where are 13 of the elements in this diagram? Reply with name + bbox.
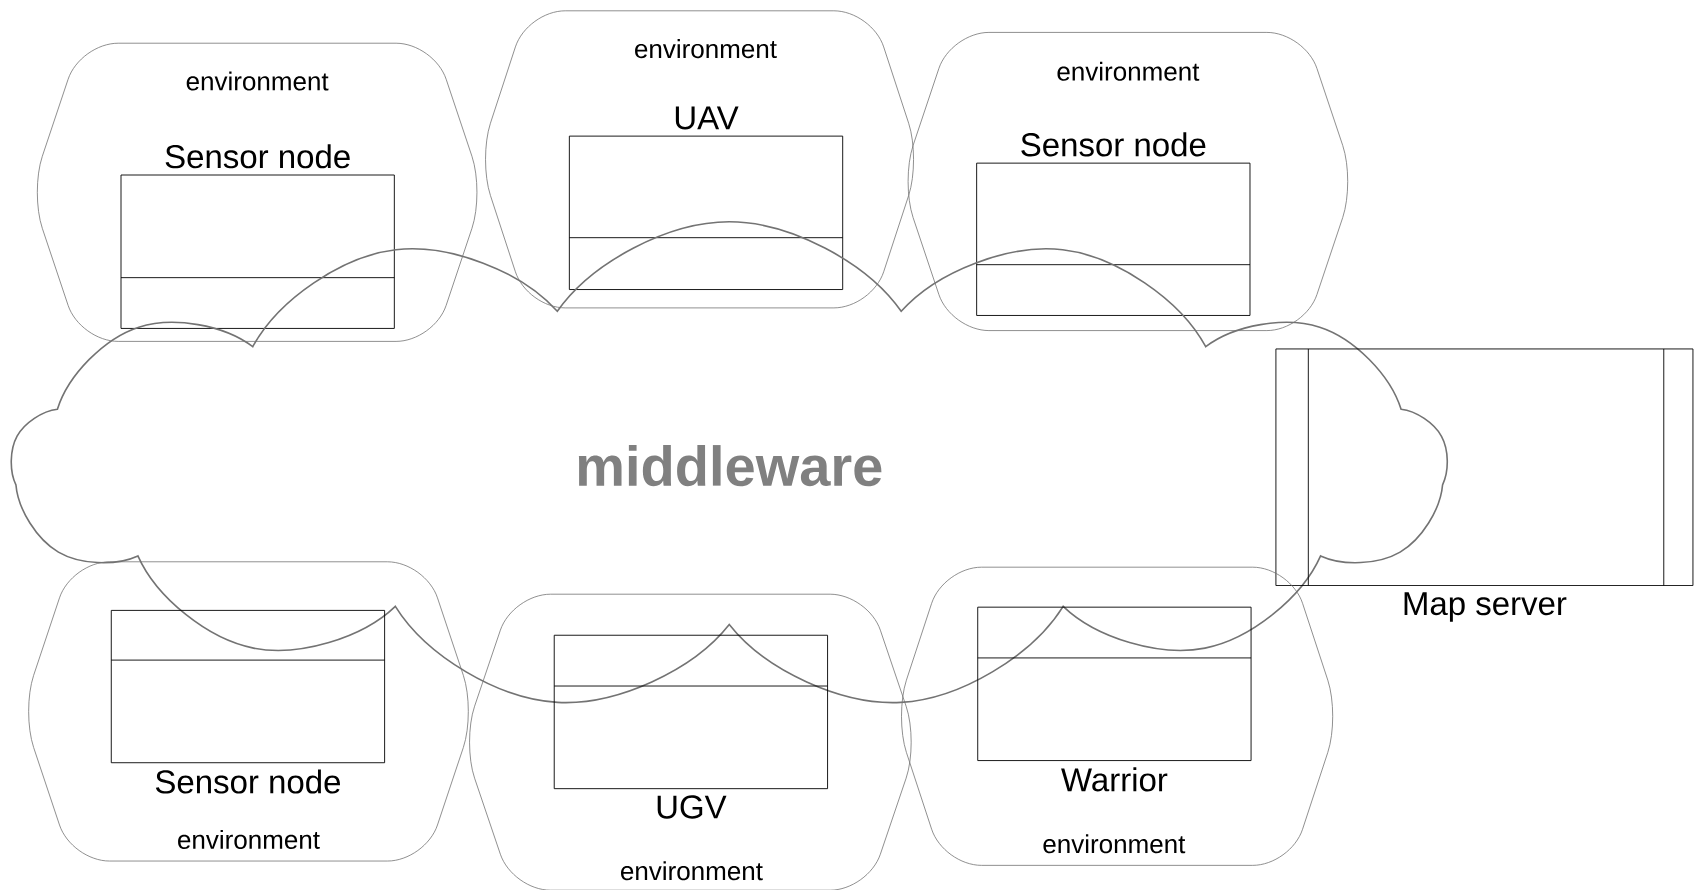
device-box: Sensor node [110, 609, 386, 794]
device-box: Warrior [977, 606, 1252, 792]
device-box: Sensor node [976, 132, 1251, 316]
device-box: Sensor node [120, 144, 395, 329]
device-box: UGV [553, 634, 829, 819]
node-label: Sensor node [155, 769, 340, 794]
node-label: UGV [657, 795, 727, 819]
node-label: Map server [1404, 592, 1567, 622]
node-label: UAV [675, 106, 739, 130]
device-box: UAV [568, 106, 844, 290]
node-label: Warrior [1061, 767, 1168, 792]
node-label: Sensor node [165, 144, 350, 169]
node-label: Sensor node [1021, 132, 1206, 157]
